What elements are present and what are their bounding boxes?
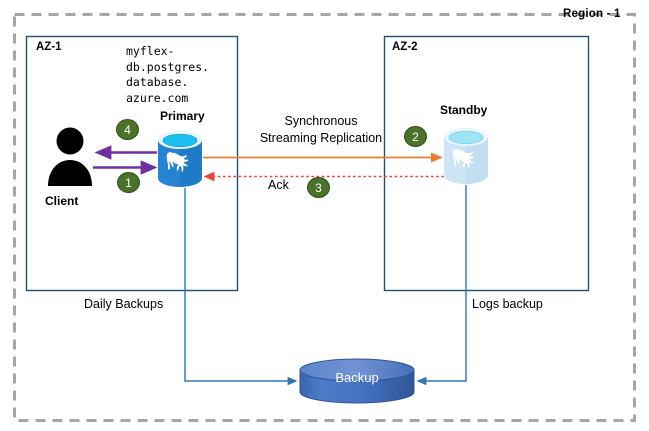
client-node-label: Client (45, 194, 79, 208)
availability-zone-1-label: AZ-1 (36, 41, 62, 53)
logs-backup-label: Logs backup (472, 297, 543, 311)
step-badge-1: 1 (117, 172, 140, 193)
step-badge-4: 4 (116, 119, 139, 140)
availability-zone-2-box (383, 35, 590, 292)
primary-node-label: Primary (160, 109, 205, 123)
backup-storage-cylinder-icon (299, 358, 415, 404)
daily-backups-label: Daily Backups (84, 297, 164, 311)
synchronous-replication-label: Synchronous Streaming Replication (259, 114, 383, 145)
step-badge-3: 3 (307, 177, 330, 198)
step-badge-2: 2 (404, 126, 427, 147)
region-label: Region - 1 (563, 8, 621, 20)
region-boundary (13, 13, 636, 422)
backup-node-label: Backup (335, 370, 379, 385)
client-user-icon (48, 127, 92, 186)
availability-zone-1-box (25, 35, 239, 292)
ack-label: Ack (268, 178, 289, 192)
standby-node-label: Standby (440, 103, 488, 117)
primary-server-hostname: myflex- db.postgres. database. azure.com (126, 44, 210, 105)
postgresql-standby-icon (444, 128, 488, 184)
logs-backup-path (416, 185, 467, 386)
postgresql-primary-icon (158, 131, 202, 187)
daily-backups-path (184, 188, 298, 386)
availability-zone-2-label: AZ-2 (392, 41, 418, 53)
